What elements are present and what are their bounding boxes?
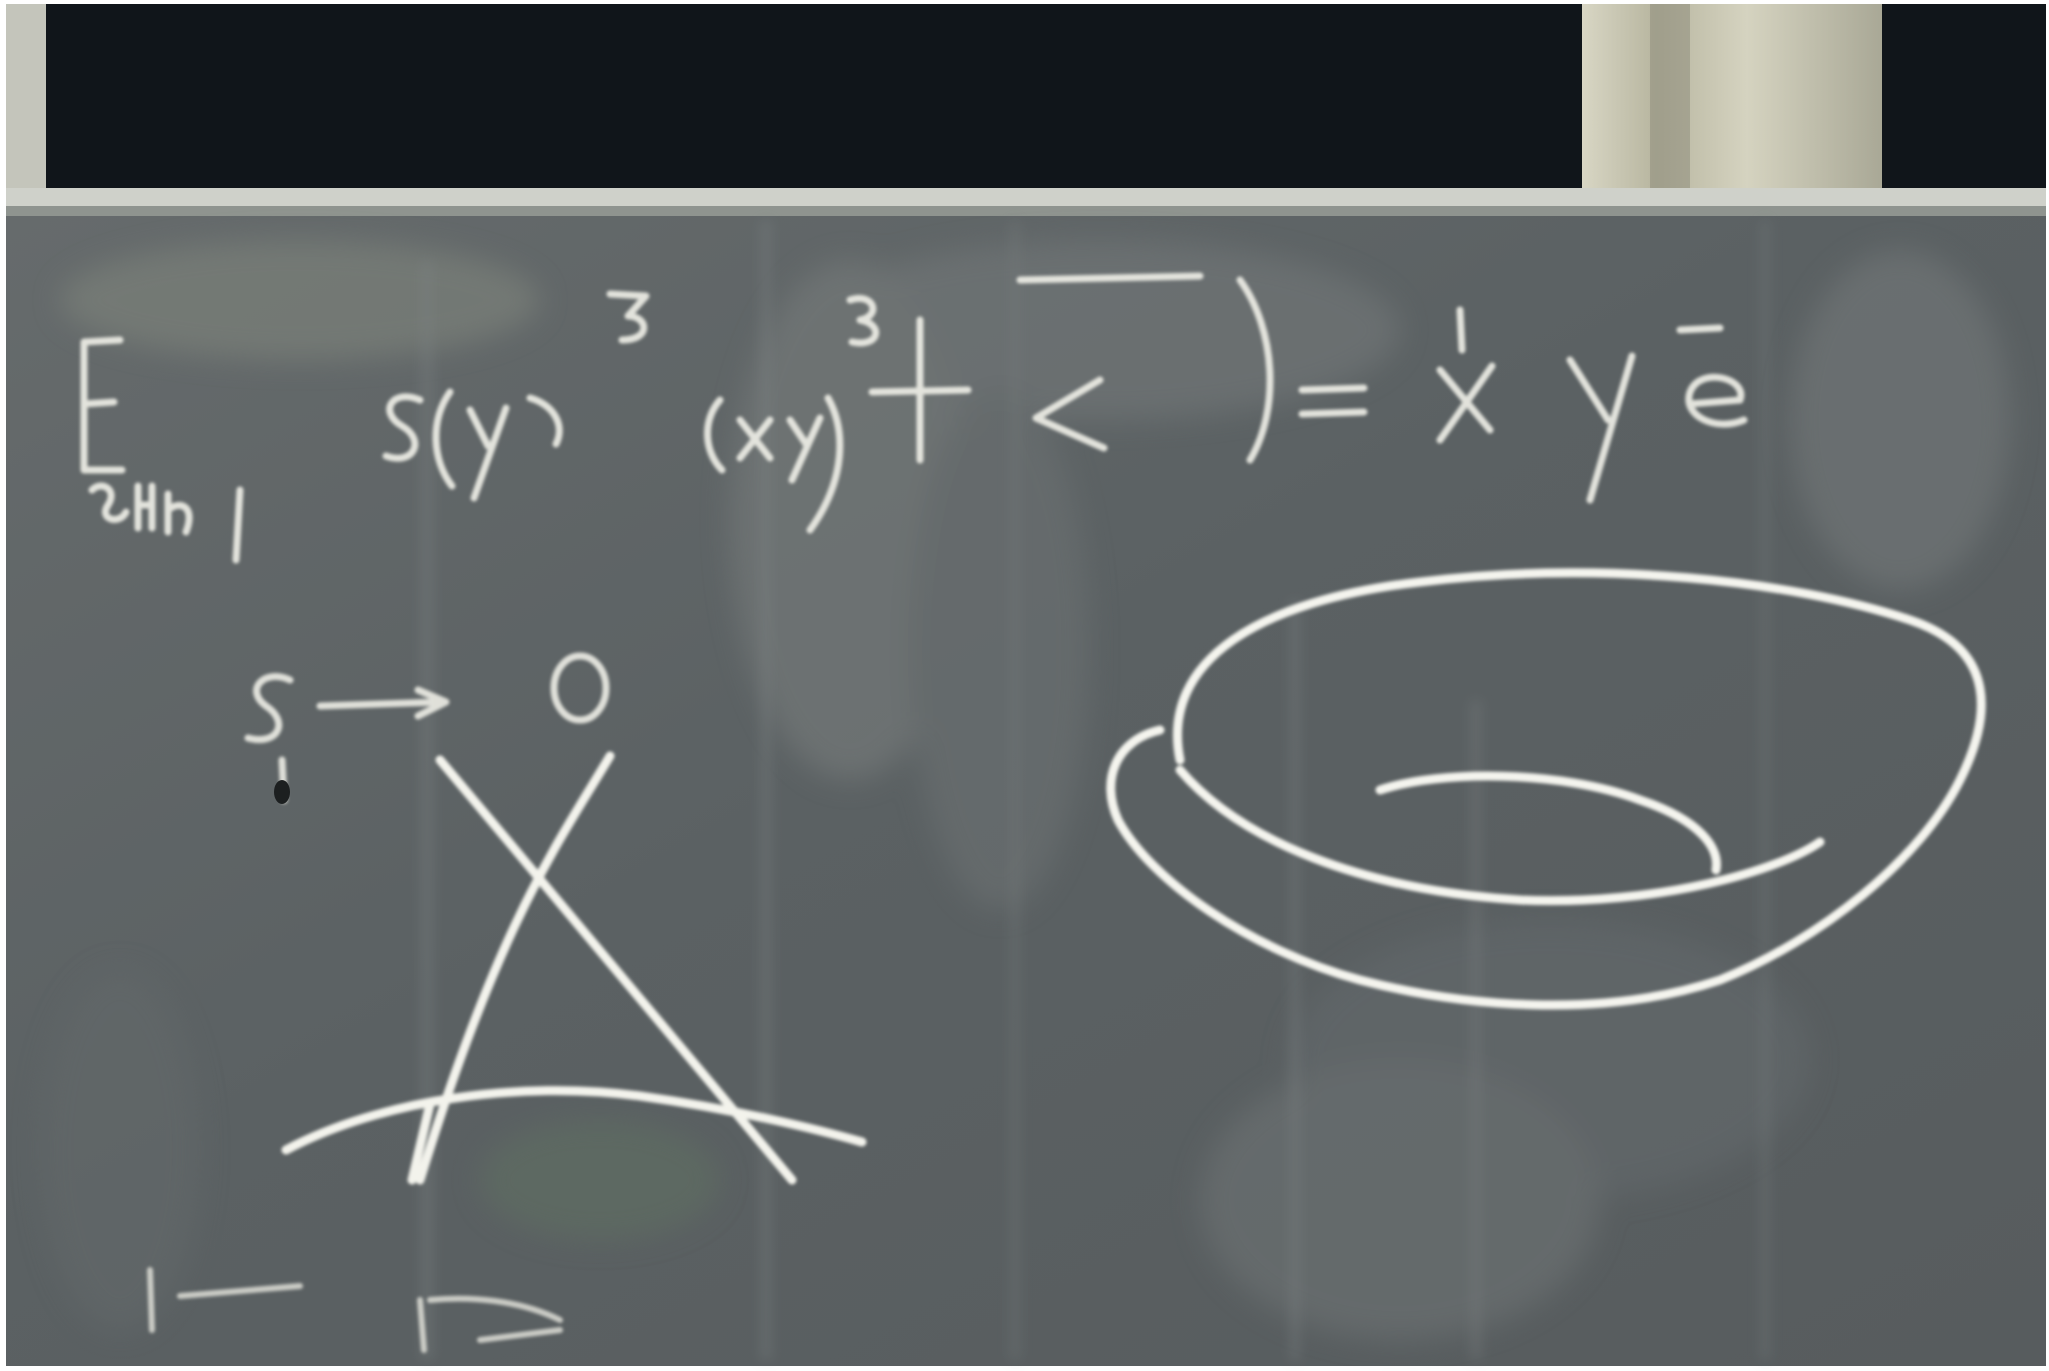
chalk-equation	[80, 272, 1748, 564]
chalk-rail	[6, 188, 2046, 210]
chalk-bottom-notes	[147, 1267, 563, 1353]
chalk-dot	[274, 780, 290, 804]
board-streaks	[420, 220, 1770, 1360]
left-frame-edge	[6, 4, 46, 204]
chalk-cone-sketch	[281, 751, 867, 1185]
light-pillar	[1582, 4, 1882, 190]
chalk-loop-sketch	[1106, 568, 1986, 1010]
chalk-limit-note	[244, 652, 610, 804]
